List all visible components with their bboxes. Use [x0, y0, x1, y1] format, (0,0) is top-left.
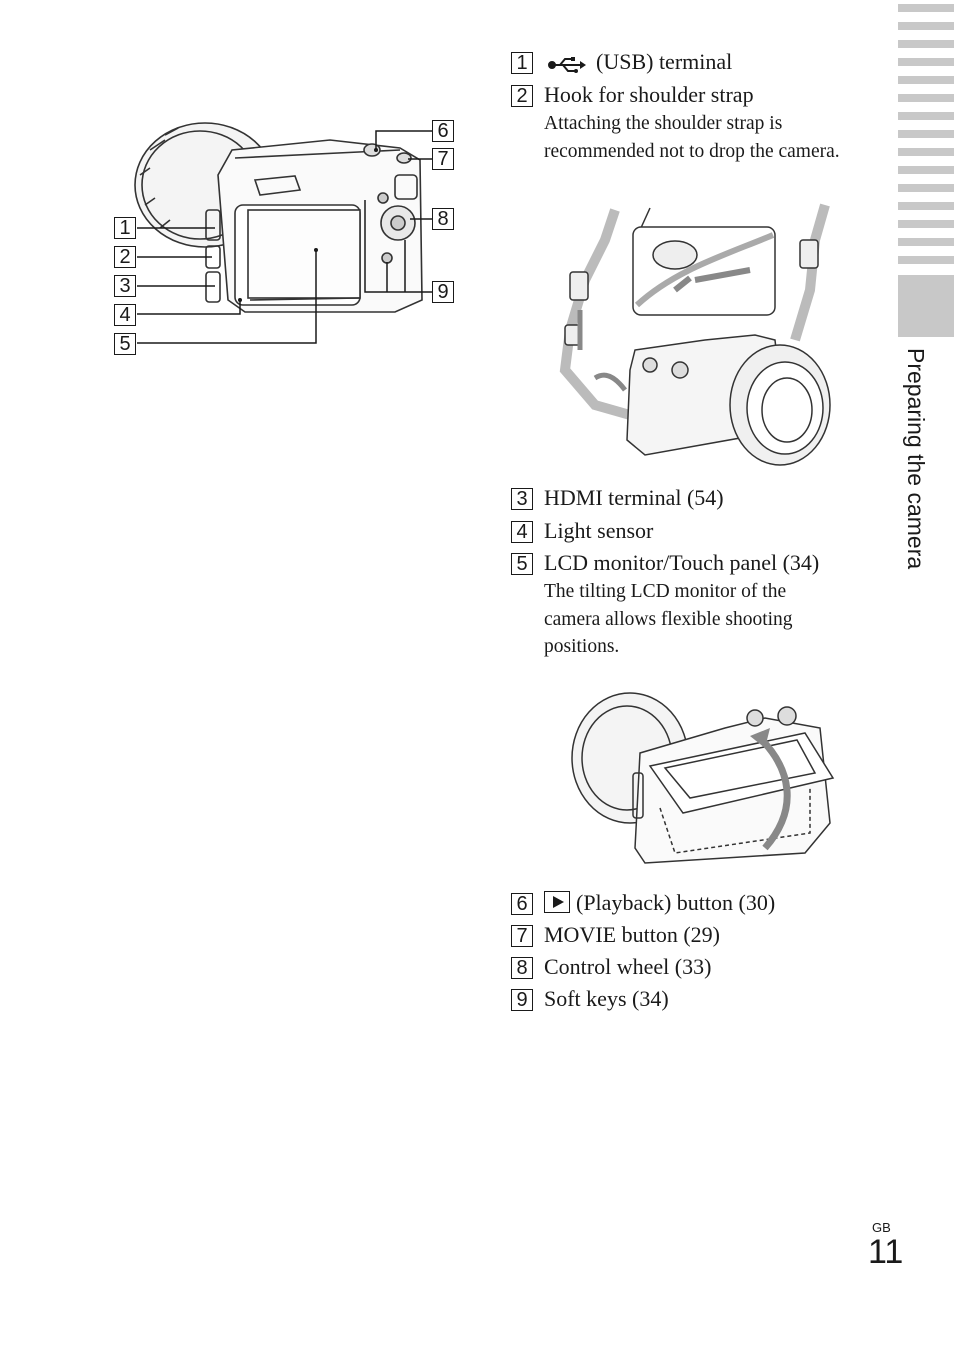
item-title: (Playback) button (30) — [576, 890, 776, 915]
callout-7: 7 — [432, 148, 454, 170]
tab-stripe — [898, 40, 954, 48]
callout-3: 3 — [114, 275, 136, 297]
tab-block — [898, 275, 954, 337]
item-num: 2 — [511, 85, 533, 107]
item-num: 4 — [511, 521, 533, 543]
camera-back-diagram — [134, 122, 432, 344]
tab-stripe — [898, 238, 954, 246]
item-title: Control wheel (33) — [544, 954, 712, 979]
tab-stripe — [898, 220, 954, 228]
tab-stripe — [898, 94, 954, 102]
tab-stripe — [898, 184, 954, 192]
region-code: GB — [872, 1220, 891, 1235]
callout-8: 8 — [432, 208, 454, 230]
tab-stripe — [898, 166, 954, 174]
item-num: 9 — [511, 989, 533, 1011]
item-num: 6 — [511, 893, 533, 915]
callout-9: 9 — [432, 281, 454, 303]
item-title: Light sensor — [544, 518, 654, 543]
callout-5: 5 — [114, 333, 136, 355]
tab-stripe — [898, 202, 954, 210]
tab-stripe — [898, 112, 954, 120]
callout-6: 6 — [432, 120, 454, 142]
tab-stripe — [898, 76, 954, 84]
page-number: 11 — [868, 1233, 904, 1271]
playback-icon — [544, 891, 570, 913]
callout-1: 1 — [114, 217, 136, 239]
item-desc: Attaching the shoulder strap is recommen… — [544, 113, 840, 162]
callout-2: 2 — [114, 246, 136, 268]
item-num: 1 — [511, 52, 533, 74]
item-title: MOVIE button (29) — [544, 922, 720, 947]
item-num: 8 — [511, 957, 533, 979]
tab-stripe — [898, 256, 954, 264]
item-desc: The tilting LCD monitor of the camera al… — [544, 581, 793, 657]
tilting-lcd-illustration — [571, 692, 835, 864]
item-num: 5 — [511, 553, 533, 575]
usb-icon — [548, 57, 586, 73]
callout-4: 4 — [114, 304, 136, 326]
shoulder-strap-illustration — [559, 203, 831, 466]
item-title: (USB) terminal — [596, 49, 733, 74]
tab-stripe — [898, 130, 954, 138]
item-num: 3 — [511, 488, 533, 510]
tab-stripe — [898, 22, 954, 30]
section-label: Preparing the camera — [903, 348, 929, 570]
item-num: 7 — [511, 925, 533, 947]
item-row-6: (Playback) button (30) — [544, 890, 775, 916]
item-title: Hook for shoulder strap — [544, 82, 754, 107]
item-title: Soft keys (34) — [544, 986, 669, 1011]
tab-stripe — [898, 58, 954, 66]
item-title: LCD monitor/Touch panel (34) — [544, 550, 820, 575]
tab-stripe — [898, 148, 954, 156]
item-title: HDMI terminal (54) — [544, 485, 724, 510]
tab-stripe — [898, 4, 954, 12]
